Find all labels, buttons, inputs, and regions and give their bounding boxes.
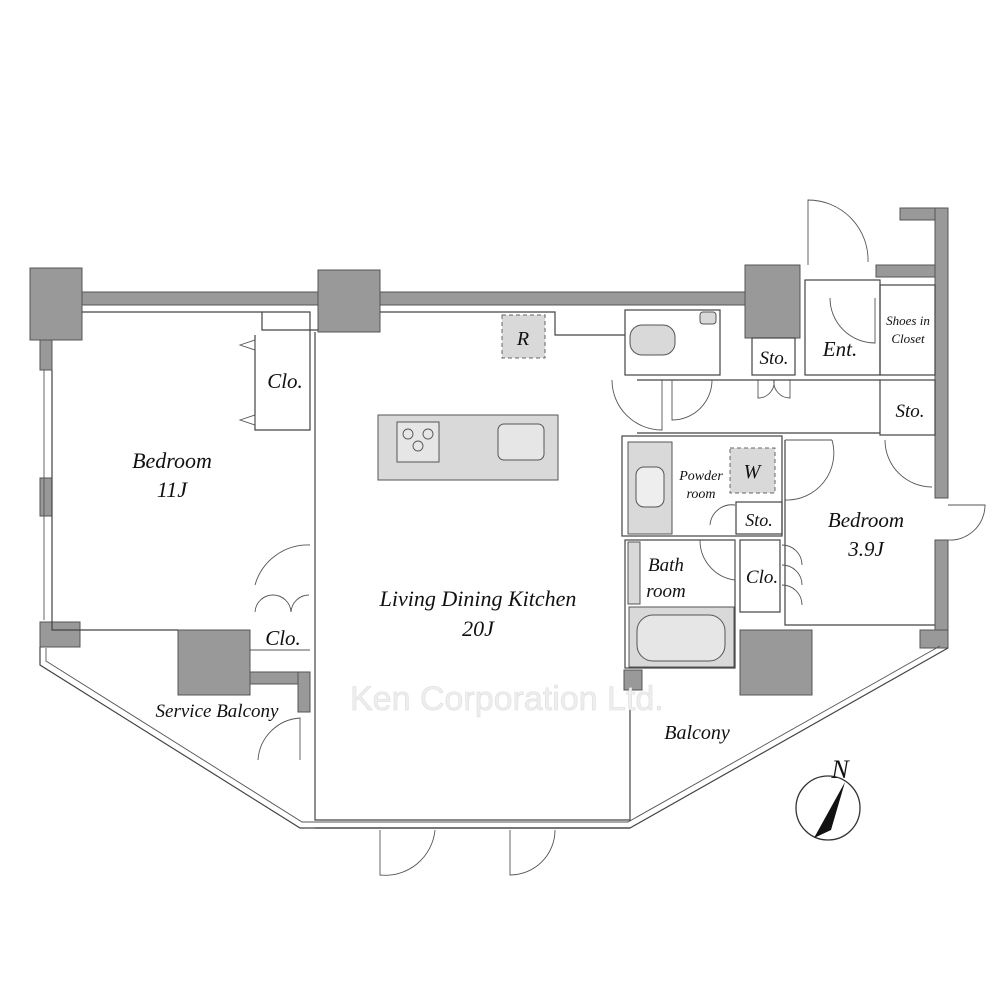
bedroom-main-label: Bedroom [132,448,212,473]
storage-label: Sto. [759,348,788,369]
closet-label: Clo. [746,567,778,588]
washer-label: W [744,461,763,483]
refrigerator-label: R [516,328,529,350]
interior-walls [39,279,949,829]
ldk-size: 20J [462,616,495,641]
closet-label: Clo. [265,626,301,650]
north-label: N [830,755,850,784]
room-labels: Bedroom 11J Clo. Clo. Living Dining Kitc… [132,313,930,744]
refrigerator-space [501,314,546,359]
service-balcony-label: Service Balcony [156,701,279,722]
powder-room-label: Powder [678,469,723,484]
closet-label: Clo. [267,369,303,393]
storage-label: Sto. [745,510,773,530]
north-compass: N [795,755,861,841]
shoes-closet-label: Shoes in [886,313,930,328]
ldk-label: Living Dining Kitchen [379,586,577,611]
doors [238,199,986,876]
sink-icon [497,423,545,461]
washer-space [729,447,776,494]
entrance-label: Ent. [822,337,857,361]
stove-icon [396,421,440,463]
storage-label: Sto. [895,401,924,422]
compass-arrow-icon [814,782,845,838]
powder-room-label: room [686,487,715,502]
shoes-closet-label: Closet [891,331,925,346]
watermark: Ken Corporation Ltd. [350,680,664,718]
structural-walls [29,207,949,713]
bathroom-label: Bath [648,555,684,576]
kitchen-island [377,414,559,481]
bedroom-small-size: 3.9J [847,537,885,561]
bedroom-main-size: 11J [157,477,188,502]
balcony-label: Balcony [664,722,730,744]
bedroom-small-label: Bedroom [828,508,904,532]
bathroom-label: room [646,581,685,602]
